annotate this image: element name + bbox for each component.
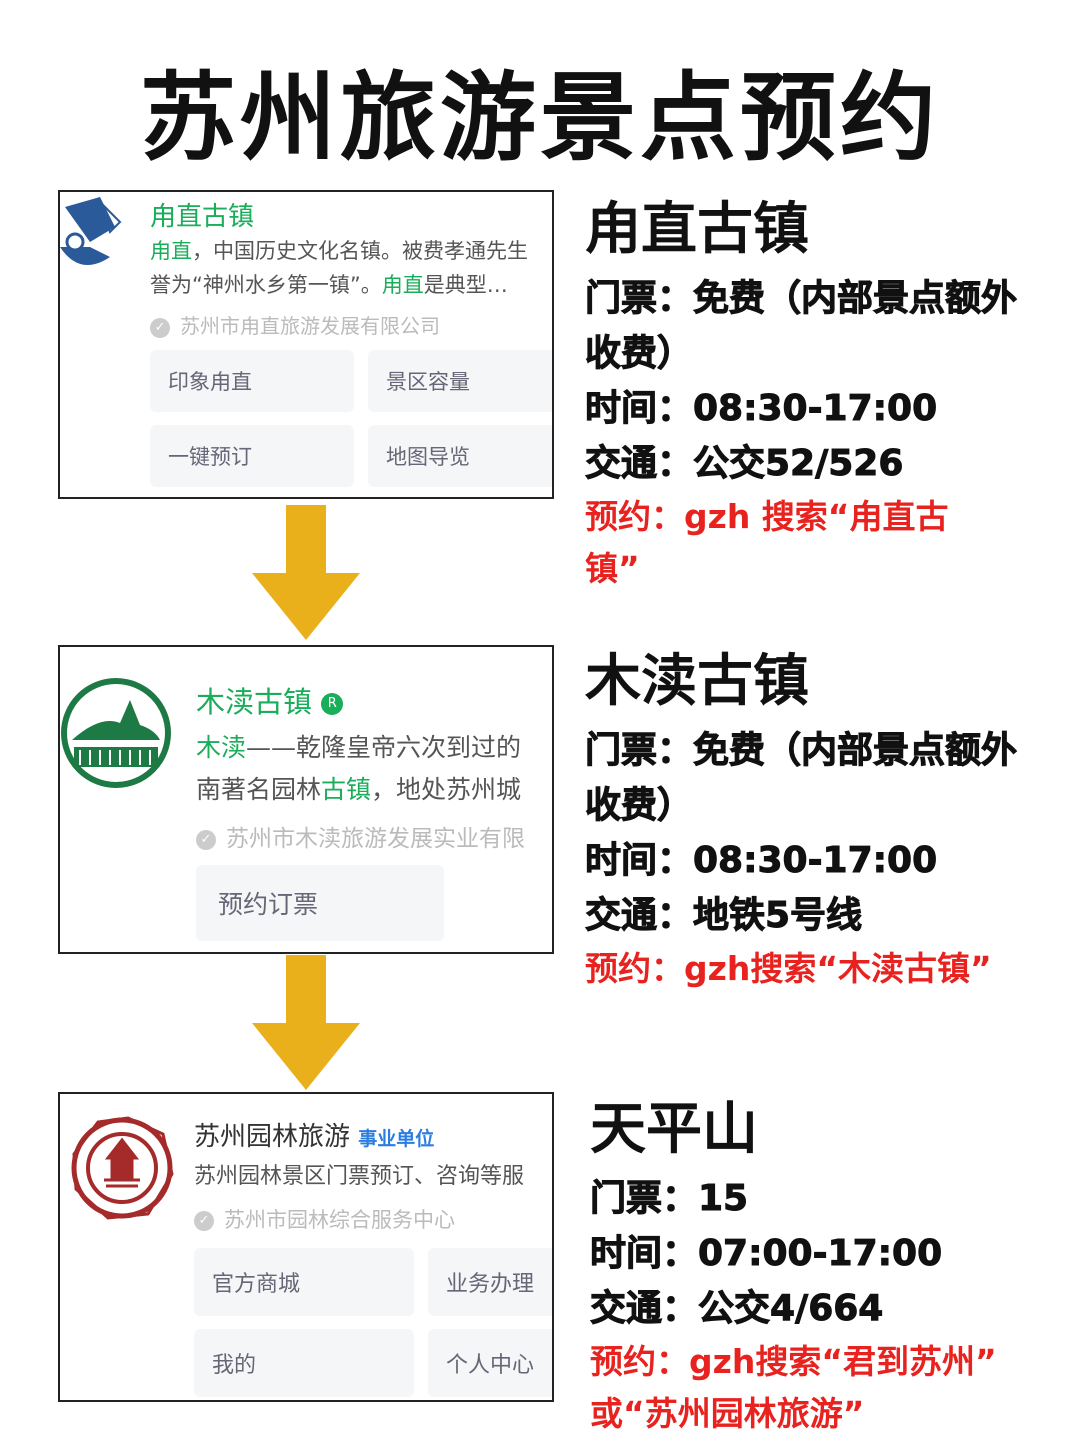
arrow-down-icon	[252, 955, 360, 1090]
menu-button[interactable]: 一键预订	[150, 425, 354, 487]
verified-org: ✓ 苏州市园林综合服务中心	[194, 1204, 455, 1234]
account-description: 甪直，中国历史文化名镇。被费孝通先生 誉为“神州水乡第一镇”。甪直是典型…	[150, 234, 528, 302]
transport-line: 交通：公交52/526	[585, 443, 904, 485]
desc-text: 甪直	[150, 239, 192, 263]
desc-text: ——乾隆皇帝六次到过的	[246, 733, 522, 762]
ticket-line-cont: 收费）	[585, 333, 694, 375]
menu-button[interactable]: 地图导览	[368, 425, 552, 487]
desc-text: 木渎	[196, 733, 247, 762]
desc-text: ，中国历史文化名镇。被费孝通先生	[192, 239, 528, 263]
account-name-text: 木渎古镇	[196, 685, 313, 719]
booking-line: 预约：gzh搜索“木渎古镇”	[585, 949, 992, 988]
booking-line: 预约：gzh搜索“君到苏州”	[590, 1342, 997, 1381]
menu-button[interactable]: 印象甪直	[150, 350, 354, 412]
booking-line-cont: 镇”	[585, 549, 640, 588]
account-name[interactable]: 木渎古镇 R	[196, 679, 344, 721]
booking-line: 预约：gzh 搜索“甪直古	[585, 497, 949, 536]
ticket-line-cont: 收费）	[585, 785, 694, 827]
info-luzhi: 甪直古镇 门票：免费（内部景点额外 收费） 时间：08:30-17:00 交通：…	[585, 184, 1065, 595]
time-line: 时间：07:00-17:00	[590, 1233, 943, 1275]
desc-text: 南著名园林	[196, 775, 322, 804]
card-suzhou-gardens: 苏州园林旅游 事业单位 苏州园林景区门票预订、咨询等服 ✓ 苏州市园林综合服务中心…	[58, 1092, 554, 1402]
desc-text: 苏州园林景区门票预订、咨询等服	[194, 1164, 525, 1189]
time-line: 时间：08:30-17:00	[585, 840, 938, 882]
institution-badge: 事业单位	[358, 1128, 435, 1150]
info-tianpingshan: 天平山 门票：15 时间：07:00-17:00 交通：公交4/664 预约：g…	[590, 1084, 1070, 1440]
menu-button[interactable]: 官方商城	[194, 1248, 414, 1316]
account-description: 苏州园林景区门票预订、咨询等服	[194, 1160, 524, 1194]
menu-button[interactable]: 预约订票	[196, 865, 444, 941]
menu-button[interactable]: 景区容量	[368, 350, 552, 412]
verified-icon: ✓	[150, 317, 170, 338]
org-name: 苏州市甪直旅游发展有限公司	[180, 314, 440, 338]
org-name: 苏州市园林综合服务中心	[224, 1208, 455, 1232]
desc-text: ，地处苏州城	[371, 775, 522, 804]
page-title: 苏州旅游景点预约	[140, 62, 940, 174]
account-name-text: 苏州园林旅游	[194, 1122, 351, 1152]
verified-icon: ✓	[194, 1211, 214, 1231]
booking-line-cont: 或“苏州园林旅游”	[590, 1394, 865, 1433]
card-luzhi: 甪直古镇 甪直，中国历史文化名镇。被费孝通先生 誉为“神州水乡第一镇”。甪直是典…	[58, 190, 554, 499]
luzhi-logo-icon	[60, 197, 122, 265]
arrow-down-icon	[252, 505, 360, 640]
verified-org: ✓ 苏州市木渎旅游发展实业有限	[196, 819, 525, 853]
account-description: 木渎——乾隆皇帝六次到过的 南著名园林古镇，地处苏州城	[196, 727, 521, 811]
ticket-line: 门票：免费（内部景点额外	[585, 278, 1018, 320]
verified-org: ✓ 苏州市甪直旅游发展有限公司	[150, 310, 440, 339]
transport-line: 交通：公交4/664	[590, 1288, 884, 1330]
suzhou-gardens-logo-icon	[71, 1116, 174, 1220]
desc-text: 是典型…	[423, 273, 508, 297]
menu-button[interactable]: 业务办理	[428, 1248, 552, 1316]
account-name[interactable]: 苏州园林旅游 事业单位	[194, 1116, 434, 1153]
verified-badge-icon: R	[321, 693, 344, 715]
menu-button[interactable]: 我的	[194, 1329, 414, 1397]
desc-text: 古镇	[321, 775, 372, 804]
menu-button[interactable]: 个人中心	[428, 1329, 552, 1397]
ticket-line: 门票：免费（内部景点额外	[585, 730, 1018, 772]
card-mudu: 木渎古镇 R 木渎——乾隆皇帝六次到过的 南著名园林古镇，地处苏州城 ✓苏州市木…	[58, 645, 554, 954]
spot-heading: 甪直古镇	[585, 197, 809, 262]
account-name[interactable]: 甪直古镇	[150, 202, 255, 232]
desc-text: 甪直	[381, 273, 424, 297]
desc-text: 誉为“神州水乡第一镇”。	[150, 273, 382, 297]
ticket-line: 门票：15	[590, 1178, 749, 1220]
mudu-logo-icon	[61, 678, 171, 788]
spot-heading: 天平山	[590, 1097, 758, 1162]
verified-icon: ✓	[196, 829, 216, 850]
org-name: 苏州市木渎旅游发展实业有限	[226, 826, 525, 852]
time-line: 时间：08:30-17:00	[585, 388, 938, 430]
spot-heading: 木渎古镇	[585, 649, 809, 714]
info-mudu: 木渎古镇 门票：免费（内部景点额外 收费） 时间：08:30-17:00 交通：…	[585, 636, 1065, 995]
transport-line: 交通：地铁5号线	[585, 895, 863, 937]
